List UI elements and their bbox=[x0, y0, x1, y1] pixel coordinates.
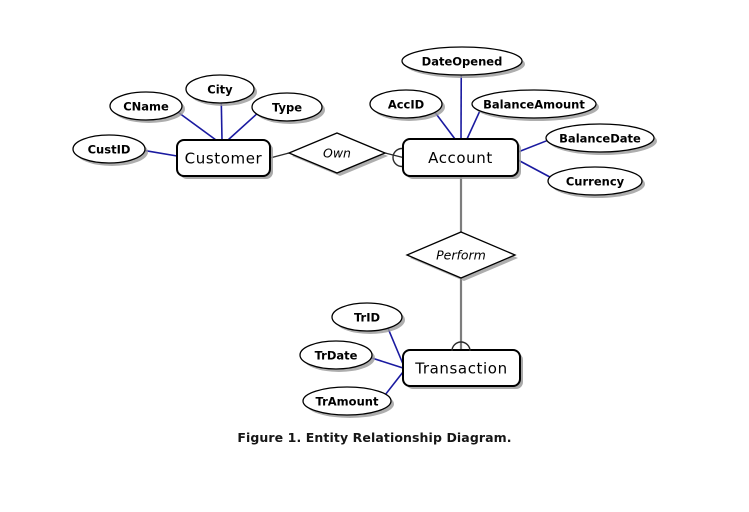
attribute-label-type: Type bbox=[272, 101, 302, 115]
attribute-tramount[interactable] bbox=[302, 386, 392, 416]
relationship-link-layer bbox=[269, 152, 463, 350]
link-attribute-balanceamount bbox=[466, 110, 481, 140]
attribute-label-balancedate: BalanceDate bbox=[559, 132, 641, 146]
relationship-perform[interactable] bbox=[405, 231, 517, 279]
attribute-currency[interactable] bbox=[547, 166, 643, 196]
attribute-custid[interactable] bbox=[72, 134, 146, 164]
link-attribute-balancedate bbox=[517, 139, 549, 153]
attribute-label-accid: AccID bbox=[388, 98, 424, 112]
relationship-label-own: Own bbox=[323, 146, 351, 161]
entity-customer[interactable] bbox=[176, 139, 271, 177]
figure-caption: Figure 1. Entity Relationship Diagram. bbox=[237, 430, 512, 445]
attribute-trdate[interactable] bbox=[299, 340, 373, 370]
relationship-own[interactable] bbox=[287, 132, 387, 174]
link-attribute-tramount bbox=[384, 371, 404, 396]
link-attribute-currency bbox=[517, 159, 551, 179]
link-attribute-accid bbox=[434, 111, 456, 140]
attribute-trid[interactable] bbox=[331, 302, 403, 332]
link-own-account bbox=[384, 152, 404, 159]
cardinality-marker-perform-transaction bbox=[451, 341, 471, 352]
attribute-link-layer bbox=[143, 74, 551, 396]
link-customer-own bbox=[269, 152, 290, 159]
attribute-city[interactable] bbox=[185, 74, 255, 104]
attribute-cname[interactable] bbox=[109, 91, 183, 121]
link-attribute-type bbox=[227, 113, 258, 141]
attribute-label-cname: CName bbox=[123, 100, 169, 114]
attribute-label-currency: Currency bbox=[566, 175, 625, 189]
attribute-label-balanceamount: BalanceAmount bbox=[483, 98, 585, 112]
relationship-label-perform: Perform bbox=[436, 248, 486, 263]
attribute-label-tramount: TrAmount bbox=[316, 395, 379, 409]
attribute-label-trdate: TrDate bbox=[315, 349, 358, 363]
link-attribute-custid bbox=[143, 149, 178, 157]
entity-label-transaction: Transaction bbox=[414, 360, 507, 378]
attribute-balancedate[interactable] bbox=[545, 123, 655, 153]
attribute-label-dateopened: DateOpened bbox=[422, 55, 503, 69]
attribute-accid[interactable] bbox=[369, 89, 443, 119]
cardinality-marker-layer bbox=[392, 147, 471, 352]
link-attribute-trdate bbox=[370, 356, 404, 369]
attribute-dateopened[interactable] bbox=[401, 46, 523, 76]
attribute-label-city: City bbox=[207, 83, 233, 97]
attribute-type[interactable] bbox=[251, 92, 323, 122]
entity-transaction[interactable] bbox=[402, 349, 521, 387]
attribute-balanceamount[interactable] bbox=[471, 89, 597, 119]
link-attribute-cname bbox=[177, 111, 217, 141]
cardinality-marker-own-account bbox=[392, 147, 403, 168]
link-attribute-trid bbox=[387, 327, 404, 365]
link-attribute-city bbox=[220, 102, 223, 141]
entity-account[interactable] bbox=[402, 138, 519, 177]
entity-label-customer: Customer bbox=[185, 150, 263, 168]
attribute-label-custid: CustID bbox=[88, 143, 131, 157]
entity-label-account: Account bbox=[428, 149, 493, 167]
attribute-label-trid: TrID bbox=[354, 311, 380, 325]
